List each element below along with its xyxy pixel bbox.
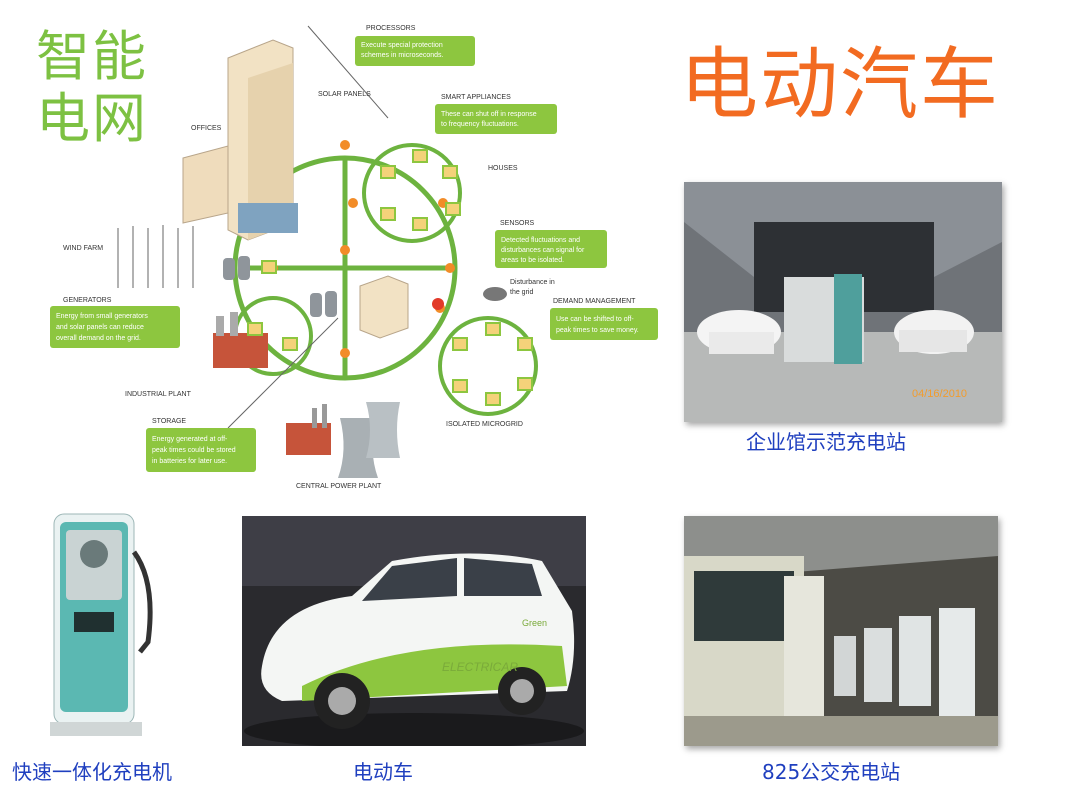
callout-storage-line2: peak times could be stored [152,447,236,454]
label-sensors: SENSORS [500,220,535,227]
callout-storage: Energy generated at off- peak times coul… [146,317,339,472]
callout-sensors: Detected fluctuations and disturbances c… [495,230,607,268]
callout-appliances-line2: to frequency fluctuations. [441,121,519,128]
callout-generators-line1: Energy from small generators [56,313,148,320]
callout-sensors-line1: Detected fluctuations and [501,237,580,244]
houses-microgrid-ring [362,143,462,243]
smart-grid-diagram: Execute special protection schemes in mi… [50,25,658,490]
offices-building [182,39,298,241]
electric-car-photo: ELECTRICAR Green [242,516,586,746]
disturbance-alert-icon [432,298,444,310]
station-photo-date: 04/16/2010 [912,388,967,400]
smart-grid-title-line2: 电网 [36,87,148,150]
house-icons [247,149,533,406]
callout-processors-line1: Execute special protection [361,42,443,49]
isolated-microgrid-ring [438,316,538,416]
label-industrial-plant: INDUSTRIAL PLANT [125,391,192,398]
label-disturbance: Disturbance in [510,279,555,286]
label-smart-appliances: SMART APPLIANCES [441,94,511,101]
callout-appliances: These can shut off in response to freque… [435,104,557,134]
bus-charging-photo [684,516,998,746]
generator-tanks [223,256,337,317]
callout-generators-line2: and solar panels can reduce [56,324,144,331]
callout-processors: Execute special protection schemes in mi… [307,25,475,119]
label-isolated-microgrid: ISOLATED MICROGRID [446,421,523,428]
callout-demand-line2: peak times to save money. [556,327,639,334]
ev-title: 电动汽车 [680,40,1001,130]
label-houses: HOUSES [488,165,518,172]
station-caption: 企业馆示范充电站 [746,430,906,454]
storm-cloud-icon [483,287,507,301]
smart-grid-title-line1: 智能 [36,25,148,88]
car-brand-text: ELECTRICAR [442,660,518,674]
label-offices: OFFICES [191,125,222,132]
central-office-building [359,275,409,339]
callout-storage-line1: Energy generated at off- [152,436,228,443]
label-solar-panels: SOLAR PANELS [318,91,371,98]
label-storage: STORAGE [152,418,186,425]
label-disturbance-line2: the grid [510,289,533,296]
fast-charger-photo [44,512,162,738]
callout-storage-line3: in batteries for later use. [152,458,227,465]
label-central-power-plant: CENTRAL POWER PLANT [296,483,382,490]
charging-station-photo: 04/16/2010 [684,182,1002,422]
callout-sensors-line2: disturbances can signal for [501,247,585,254]
car-caption: 电动车 [353,760,413,784]
callout-appliances-line1: These can shut off in response [441,111,537,118]
callout-processors-line2: schemes in microseconds. [361,52,444,59]
wind-farm-turbines [117,225,194,288]
industrial-plant-building [213,312,268,368]
label-processors: PROCESSORS [366,25,416,32]
callout-demand: Use can be shifted to off- peak times to… [550,308,658,340]
charger-caption: 快速一体化充电机 [12,760,172,784]
callout-generators-line3: overall demand on the grid. [56,335,141,342]
car-badge-text: Green [522,618,547,628]
label-demand-management: DEMAND MANAGEMENT [553,298,636,305]
callout-generators: Energy from small generators and solar p… [50,306,180,348]
callout-demand-line1: Use can be shifted to off- [556,316,634,323]
label-wind-farm: WIND FARM [63,245,103,252]
callout-sensors-line3: areas to be isolated. [501,257,564,264]
label-generators: GENERATORS [63,297,112,304]
central-power-plant [286,402,400,478]
bus-caption: 825公交充电站 [762,760,901,784]
